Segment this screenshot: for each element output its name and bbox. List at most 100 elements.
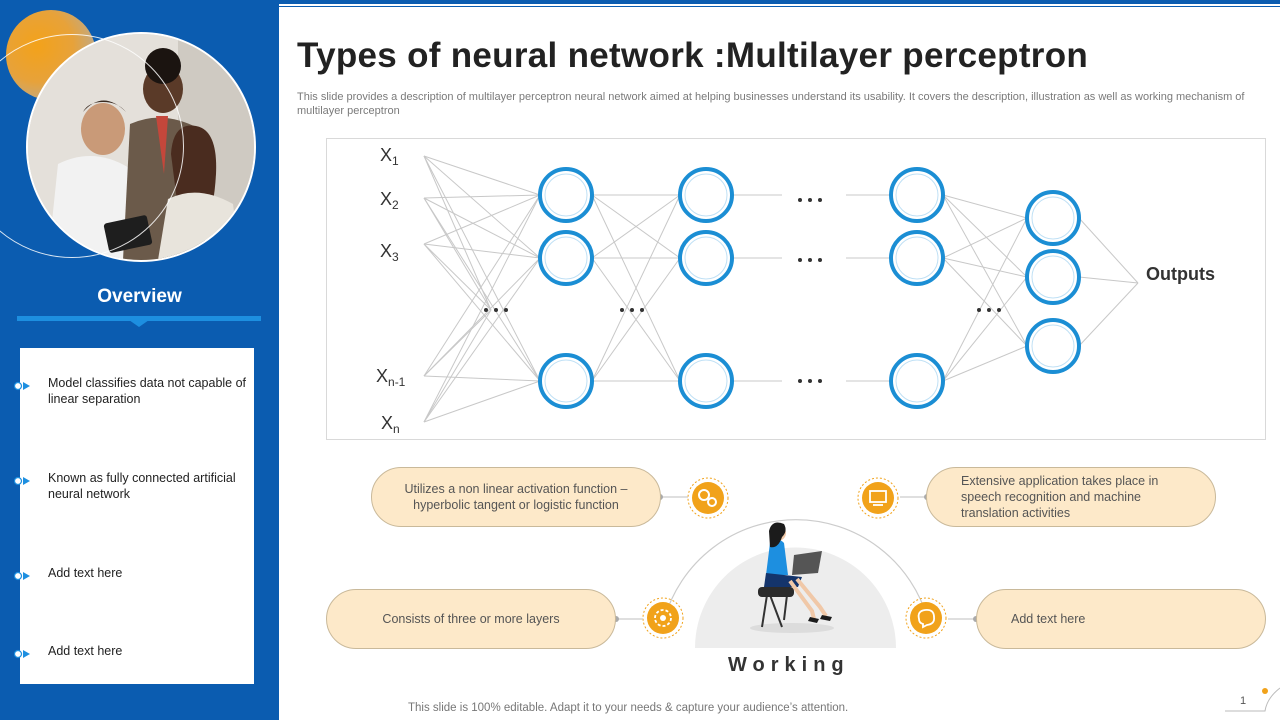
ellipsis-dot (798, 198, 802, 202)
connection-line (942, 345, 1028, 382)
output-neuron-node-inner-ring (1031, 255, 1075, 299)
overview-item: Add text here (48, 566, 123, 580)
bullet-arrow-icon (13, 646, 30, 659)
output-neuron-node (1025, 249, 1081, 305)
hidden-neuron-node-inner-ring (544, 359, 588, 403)
output-neuron-node-inner-ring (1031, 324, 1075, 368)
connection-line (423, 257, 541, 423)
overview-notch (129, 320, 149, 327)
target-icon (642, 597, 684, 639)
ellipsis-dot (620, 308, 624, 312)
connection-line (423, 194, 541, 199)
connection-line (423, 155, 541, 259)
overview-title: Overview (97, 286, 182, 307)
connection-line (942, 194, 1028, 219)
connection-line (942, 194, 1028, 347)
hidden-neuron-node (538, 353, 594, 409)
input-label-xn: Xn (381, 413, 400, 436)
connection-line (423, 309, 492, 423)
connection-line (942, 217, 1028, 382)
hidden-neuron-node-inner-ring (544, 173, 588, 217)
hidden-neuron-node (678, 167, 734, 223)
overview-underline (17, 316, 261, 321)
connection-line (942, 217, 1028, 259)
corner-decoration (1225, 687, 1280, 712)
hidden-neuron-node (538, 167, 594, 223)
page-number: 1 (1240, 695, 1247, 707)
hidden-neuron-node (889, 230, 945, 286)
connection-line (423, 194, 541, 377)
ellipsis-dot (494, 308, 498, 312)
ellipsis-dot (484, 308, 488, 312)
bullet-arrow-icon (13, 473, 30, 486)
connection-line (942, 257, 1028, 278)
input-label-x2: X2 (380, 189, 399, 212)
ellipsis-dot (808, 258, 812, 262)
hidden-neuron-node (678, 353, 734, 409)
overview-card: Model classifies data not capable of lin… (13, 348, 254, 684)
hidden-neuron-node (889, 167, 945, 223)
page-title: Types of neural network :Multilayer perc… (297, 36, 1089, 75)
connection-line (423, 155, 492, 311)
ellipsis-dot (640, 308, 644, 312)
brain-icon (905, 597, 947, 639)
connection-line (423, 380, 541, 423)
working-item-applications: Extensive application takes place in spe… (926, 467, 1216, 527)
input-label-x1: X1 (380, 145, 399, 168)
overview-item: Model classifies data not capable of lin… (48, 376, 247, 406)
overview-item: Known as fully connected artificial neur… (48, 471, 236, 501)
connection-line (423, 194, 541, 245)
ellipsis-dot (808, 198, 812, 202)
ellipsis-dot (818, 198, 822, 202)
ellipsis-dot (818, 379, 822, 383)
output-neuron-node-inner-ring (1031, 196, 1075, 240)
connection-line (591, 194, 681, 382)
input-label-x3: X3 (380, 241, 399, 264)
working-arc (663, 519, 929, 648)
connection-line (423, 155, 541, 382)
ellipsis-dot (818, 258, 822, 262)
connection-line (591, 257, 681, 382)
ellipsis-dot (798, 379, 802, 383)
connection-line (423, 197, 492, 311)
hidden-neuron-node-inner-ring (684, 236, 728, 280)
input-label-xn-1: Xn-1 (376, 366, 406, 389)
ellipsis-dot (630, 308, 634, 312)
connection-line (423, 197, 541, 259)
hidden-neuron-node-inner-ring (684, 359, 728, 403)
connection-line (591, 194, 681, 259)
connection-line (1078, 282, 1139, 347)
connection-line (942, 257, 1028, 347)
connection-line (423, 243, 541, 259)
working-label: Working (728, 654, 850, 676)
hidden-neuron-node (678, 230, 734, 286)
connection-line (942, 194, 1028, 278)
header-rule (279, 6, 1280, 7)
hidden-neuron-node-inner-ring (684, 173, 728, 217)
hidden-neuron-node (538, 230, 594, 286)
bullet-arrow-icon (13, 568, 30, 581)
hidden-neuron-node (889, 353, 945, 409)
network-diagram (423, 155, 1139, 423)
person-laptop-illustration (750, 522, 834, 633)
hidden-neuron-node-inner-ring (895, 359, 939, 403)
gears-icon (687, 477, 729, 519)
connection-line (423, 197, 541, 382)
connection-line (1078, 217, 1139, 284)
ellipsis-dot (798, 258, 802, 262)
working-item-layers: Consists of three or more layers (326, 589, 616, 649)
connection-line (1078, 276, 1139, 284)
ellipsis-dot (987, 308, 991, 312)
ellipsis-dot (504, 308, 508, 312)
footer-note: This slide is 100% editable. Adapt it to… (408, 702, 849, 714)
hidden-neuron-node-inner-ring (895, 236, 939, 280)
overview-item: Add text here (48, 644, 123, 658)
hidden-neuron-node-inner-ring (895, 173, 939, 217)
ellipsis-dot (808, 379, 812, 383)
network-diagram-frame (326, 138, 1266, 440)
working-item-add-text: Add text here (976, 589, 1266, 649)
outputs-label: Outputs (1146, 264, 1215, 284)
connection-line (423, 243, 492, 311)
header-bar (279, 0, 1280, 4)
hidden-neuron-node-inner-ring (544, 236, 588, 280)
